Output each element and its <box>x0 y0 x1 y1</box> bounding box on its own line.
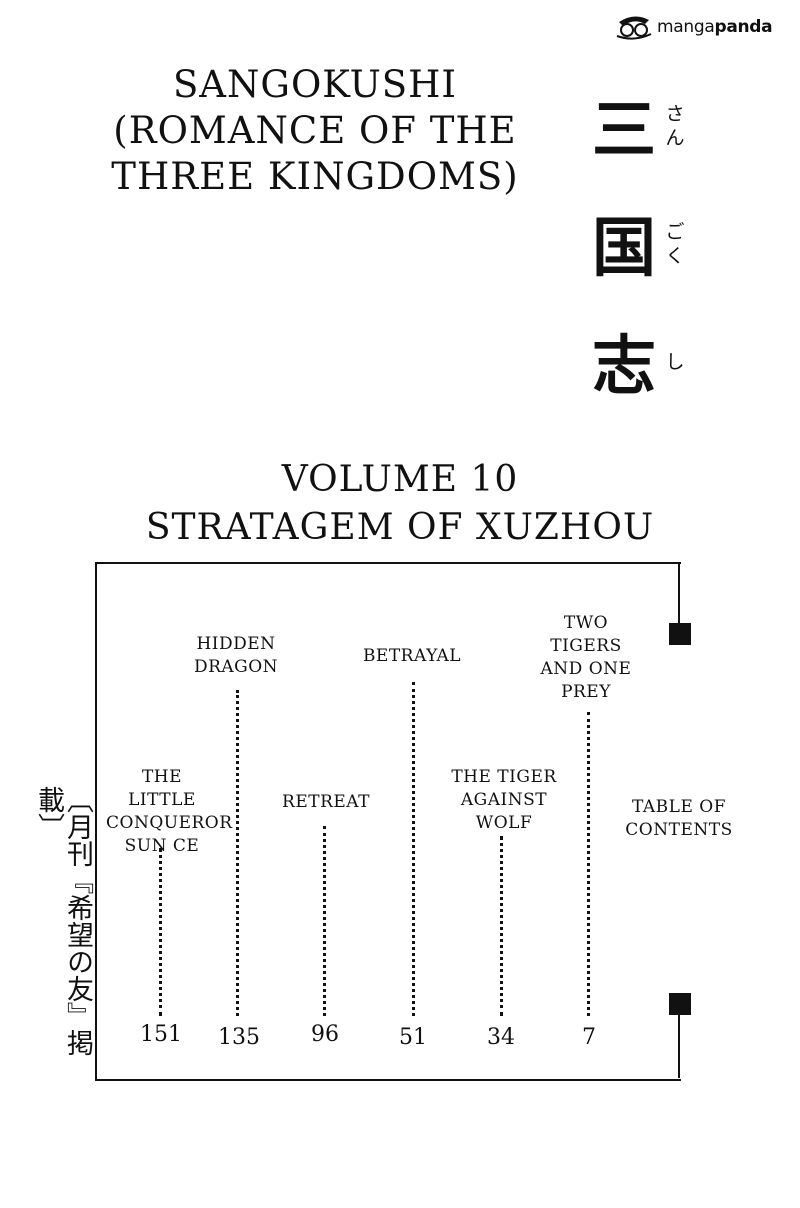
frame-square-marker <box>669 993 691 1015</box>
toc-page-number[interactable]: 135 <box>218 1025 260 1050</box>
toc-heading: Table of Contents <box>625 797 733 840</box>
toc-entry-title[interactable]: The Tiger Against Wolf <box>451 767 557 833</box>
volume-subtitle: Stratagem of Xuzhou <box>145 507 655 548</box>
kanji-row: 三 さ ん <box>592 96 702 214</box>
publication-note: 〔月刊『希望の友』掲載〕 <box>33 786 93 1056</box>
furigana: さ ん <box>665 103 685 149</box>
frame-edge <box>678 1010 680 1078</box>
toc-page-number[interactable]: 7 <box>582 1025 596 1050</box>
furigana: し <box>665 351 685 373</box>
toc-entry-title[interactable]: Two Tigers and One Prey <box>540 613 632 702</box>
logo-prefix: manga <box>657 17 715 37</box>
kanji-char: 国 <box>592 212 656 286</box>
toc-leader-dots <box>159 848 162 1016</box>
frame-edge <box>678 562 680 632</box>
kanji-char: 志 <box>592 330 656 404</box>
title-line-2: (Romance of the <box>113 109 517 152</box>
volume-heading: Volume 10 Stratagem of Xuzhou <box>80 456 720 552</box>
title-line-1: Sangokushi <box>172 63 458 106</box>
site-logo: mangapanda <box>615 10 790 44</box>
toc-page-number[interactable]: 96 <box>311 1022 339 1047</box>
toc-entry-title[interactable]: The Little Conqueror Sun Ce <box>106 767 233 856</box>
toc-page-number[interactable]: 151 <box>140 1022 182 1047</box>
logo-text: mangapanda <box>657 17 773 37</box>
toc-entry-title[interactable]: Retreat <box>282 792 370 812</box>
toc-leader-dots <box>587 712 590 1016</box>
toc-entry-title[interactable]: Hidden Dragon <box>193 634 279 677</box>
toc-frame <box>95 562 681 1081</box>
toc-leader-dots <box>500 836 503 1016</box>
kanji-title: 三 さ ん 国 ご く 志 し <box>592 96 702 450</box>
furigana: ご く <box>665 221 685 267</box>
toc-page-number[interactable]: 51 <box>399 1025 427 1050</box>
toc-leader-dots <box>236 690 239 1016</box>
toc-entry-title[interactable]: Betrayal <box>362 646 462 666</box>
toc-leader-dots <box>412 682 415 1016</box>
title-line-3: Three Kingdoms) <box>111 155 519 198</box>
frame-square-marker <box>669 623 691 645</box>
kanji-row: 志 し <box>592 332 702 450</box>
series-title: Sangokushi (Romance of the Three Kingdom… <box>90 62 540 200</box>
logo-suffix: panda <box>714 17 773 37</box>
toc-page-number[interactable]: 34 <box>487 1025 515 1050</box>
toc-leader-dots <box>323 826 326 1016</box>
manga-panda-logo-icon <box>616 16 652 40</box>
kanji-char: 三 <box>592 94 656 168</box>
kanji-row: 国 ご く <box>592 214 702 332</box>
volume-number: Volume 10 <box>281 459 519 500</box>
